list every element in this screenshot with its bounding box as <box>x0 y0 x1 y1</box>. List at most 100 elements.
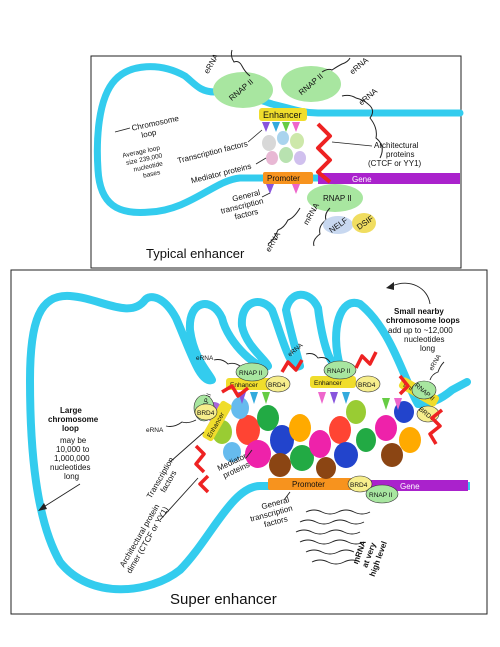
tf-triangle-4 <box>292 122 300 132</box>
super-gtf-arrow <box>283 491 291 501</box>
typical-rnap-lower <box>307 184 363 212</box>
large-size-line-1: may be <box>60 436 87 445</box>
typical-promoter-box <box>263 172 313 184</box>
sm-16 <box>381 443 403 467</box>
large-loop-line-2: chromosome <box>48 415 99 424</box>
st-2 <box>250 392 258 404</box>
loop-size-line-4: bases <box>143 169 162 180</box>
sa-2 <box>280 359 304 373</box>
small-loops-arrowhead <box>386 282 394 290</box>
large-size-line-3: 1,000,000 <box>54 454 90 463</box>
super-tf-arrow <box>169 431 205 463</box>
gtf-triangle-1 <box>266 184 274 194</box>
large-loop-arrowhead <box>38 503 47 511</box>
st-3 <box>262 392 270 404</box>
super-arch-arrow <box>159 477 199 521</box>
super-brd4-4 <box>194 403 218 421</box>
st-4 <box>318 392 326 404</box>
mediator-5 <box>279 147 293 163</box>
sm-15 <box>375 415 397 441</box>
sm-13 <box>346 400 366 424</box>
super-brd4-4-label: BRD4 <box>197 410 215 417</box>
typical-erna-wave-3 <box>341 94 383 159</box>
typical-rnap-left <box>213 72 273 108</box>
st-7 <box>382 398 390 410</box>
small-size-line-1: add up to ~12,000 <box>388 326 453 335</box>
super-rnap-2-label: RNAP II <box>327 368 351 375</box>
large-size-line-2: 10,000 to <box>56 445 90 454</box>
super-gene-bar <box>365 480 468 491</box>
sm-7 <box>290 445 314 471</box>
typical-mediator-arrow <box>255 157 267 165</box>
mw-6 <box>311 559 361 565</box>
mediator-6 <box>294 151 306 165</box>
super-small-loops-label: Small nearby chromosome loops <box>386 307 460 325</box>
super-erna-3 <box>429 361 445 381</box>
large-size-line-4: nucleotides <box>50 463 90 472</box>
typical-rnap-right <box>281 66 341 102</box>
super-gene-label: Gene <box>400 482 420 491</box>
mediator-4 <box>266 151 278 165</box>
super-rnap-3 <box>411 380 437 400</box>
mediator-1 <box>262 135 276 151</box>
super-rnap-1-label: RNAP II <box>239 370 263 377</box>
super-mediator-cluster <box>205 397 421 479</box>
mw-4 <box>299 539 365 545</box>
tf-triangle-2 <box>272 122 280 132</box>
typical-arch-label: Architectural proteins (CTCF or YY1) <box>368 141 422 168</box>
st-5 <box>330 392 338 404</box>
super-erna-1-label: eRNA <box>196 355 214 362</box>
super-enhancer-title: Super enhancer <box>170 591 277 608</box>
sm-5 <box>269 453 291 477</box>
super-enhancer-1-label: Enhancer <box>230 382 259 389</box>
small-size-line-2: nucleotides <box>404 335 444 344</box>
typical-erna-wave-2 <box>321 57 351 73</box>
super-brd4-1 <box>265 375 291 393</box>
super-enhancer-2 <box>310 376 356 388</box>
sa-7 <box>198 474 210 494</box>
sa-6 <box>194 444 206 474</box>
sa-1 <box>221 384 250 398</box>
super-erna-1 <box>213 359 241 367</box>
super-large-loop-size: may be 10,000 to 1,000,000 nucleotides l… <box>50 436 93 481</box>
super-rnap-2 <box>323 360 357 380</box>
large-loop-line-3: loop <box>62 424 79 433</box>
sa-5 <box>428 408 444 445</box>
super-brd4-2-label: BRD4 <box>358 382 376 389</box>
gtf-triangle-2 <box>292 184 300 194</box>
loop-label-line-2: loop <box>141 128 158 140</box>
super-promoter-label: Promoter <box>292 480 325 489</box>
super-enhancer-4 <box>202 400 232 442</box>
super-rnap-promoter <box>365 484 399 504</box>
typical-tf-arrow <box>247 129 263 143</box>
sm-2 <box>257 405 279 431</box>
sm-10 <box>316 457 336 479</box>
typical-erna-wave-1 <box>230 49 251 77</box>
st-8 <box>394 398 402 410</box>
small-loops-arrow <box>391 282 431 305</box>
sm-6 <box>289 414 311 442</box>
typical-rnap-lower-label: RNAP II <box>323 194 352 203</box>
typical-enhancer-panel: Gene RNAP II RNAP II RNAP II eRNA eRNA e… <box>90 49 464 269</box>
sm-3 <box>245 440 271 468</box>
arch-line-3: (CTCF or YY1) <box>368 159 422 168</box>
typical-enhancer-label: Enhancer <box>263 110 302 120</box>
super-mrna-waves <box>295 509 371 565</box>
arch-line-2: proteins <box>386 150 414 159</box>
mw-5 <box>305 549 355 555</box>
super-brd4-1-label: BRD4 <box>268 382 286 389</box>
typical-loop-size: Average loop size 239,000 nucleotide bas… <box>122 144 168 183</box>
typical-erna-wave-4 <box>267 207 301 245</box>
super-erna-4-label: eRNA <box>146 427 164 434</box>
typical-gene-bar <box>318 173 460 184</box>
tf-triangle-1 <box>262 122 270 132</box>
super-enhancer-1 <box>226 378 272 390</box>
mediator-2 <box>277 131 289 145</box>
super-rnap-promoter-label: RNAP II <box>369 492 393 499</box>
arch-line-1: Architectural <box>374 141 419 150</box>
super-rnap-1 <box>235 362 269 382</box>
large-loop-arrow <box>41 483 81 509</box>
super-architectural-proteins <box>194 351 444 494</box>
super-brd4-promoter-label: BRD4 <box>350 482 368 489</box>
